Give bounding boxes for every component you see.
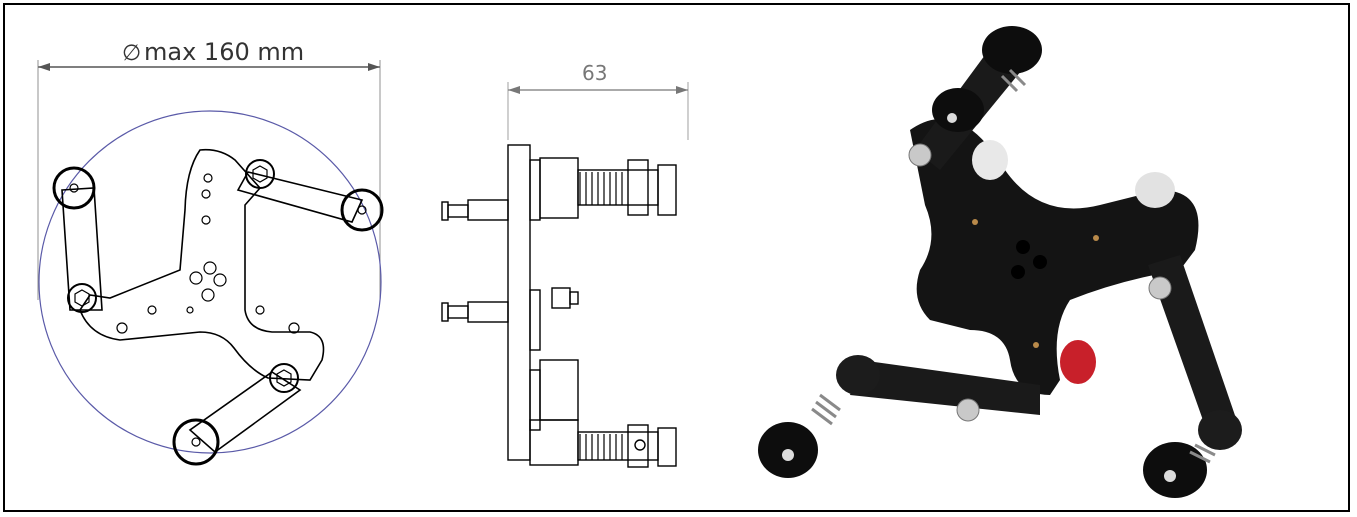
guide-wheel-top <box>972 140 1008 180</box>
lower-cup-pin <box>634 439 646 451</box>
bolt-top <box>908 143 932 167</box>
arm-bottom <box>188 371 302 454</box>
cup-face-left <box>782 449 794 461</box>
cup-face-right <box>1164 470 1176 482</box>
suction-cup-bottom <box>172 418 220 466</box>
figure-border <box>3 3 1350 512</box>
bolt-bottom <box>956 398 980 422</box>
center-plate-outline <box>79 148 325 381</box>
hex-bolt-bottom <box>276 369 292 387</box>
center-plate <box>910 118 1199 395</box>
red-knob <box>1060 340 1096 384</box>
guide-wheel-right <box>1135 172 1175 208</box>
cup-face-top <box>947 113 957 123</box>
suction-cup-right-center <box>357 205 367 215</box>
bolt-right <box>1148 276 1172 300</box>
brass-pin-2 <box>1093 235 1099 241</box>
dimension-63-arrow-right <box>676 86 688 94</box>
brass-pin-1 <box>972 219 978 225</box>
side-view-drawing: 63 <box>441 61 689 468</box>
max-diameter-circle <box>38 110 382 454</box>
hex-bolt-upper <box>252 165 268 183</box>
lower-spring <box>579 434 623 460</box>
brass-pin-3 <box>1033 342 1039 348</box>
dimension-63-arrow-left <box>508 86 520 94</box>
arm-left <box>61 187 103 311</box>
suction-cup-left-center <box>69 183 79 193</box>
arm-bottom-left <box>850 360 1040 415</box>
center-hole-3 <box>1011 265 1025 279</box>
diameter-symbol: ∅ <box>122 41 141 66</box>
diameter-label: max 160 mm <box>144 38 304 66</box>
suction-cup-right <box>1143 442 1207 498</box>
arm-bolt-bottom <box>269 363 299 393</box>
dimension-63-label: 63 <box>582 61 607 85</box>
center-hole-1 <box>1016 240 1030 254</box>
top-view-drawing: ∅ max 160 mm <box>37 38 384 466</box>
product-photo <box>758 26 1242 498</box>
dimension-arrow-left <box>38 63 50 71</box>
center-hole-2 <box>1033 255 1047 269</box>
plate-holes <box>116 173 300 334</box>
spring-housing-right <box>1198 410 1242 450</box>
springs <box>811 68 1216 464</box>
suction-cup-top <box>982 26 1042 74</box>
arm-right <box>1148 255 1240 440</box>
upper-spring <box>579 172 623 205</box>
suction-cup-right <box>340 188 384 232</box>
hex-bolt-left <box>74 289 90 307</box>
suction-cup-bottom-center <box>191 437 201 447</box>
spring-housing-left <box>836 355 880 395</box>
arm-bolt-left <box>67 283 97 313</box>
suction-cup-top-inner <box>932 88 984 132</box>
arm-bolt-upper <box>245 159 275 189</box>
side-view-body <box>441 144 677 468</box>
dimension-arrow-right <box>368 63 380 71</box>
suction-cup-left <box>52 166 96 210</box>
arm-upper-right <box>236 171 364 223</box>
